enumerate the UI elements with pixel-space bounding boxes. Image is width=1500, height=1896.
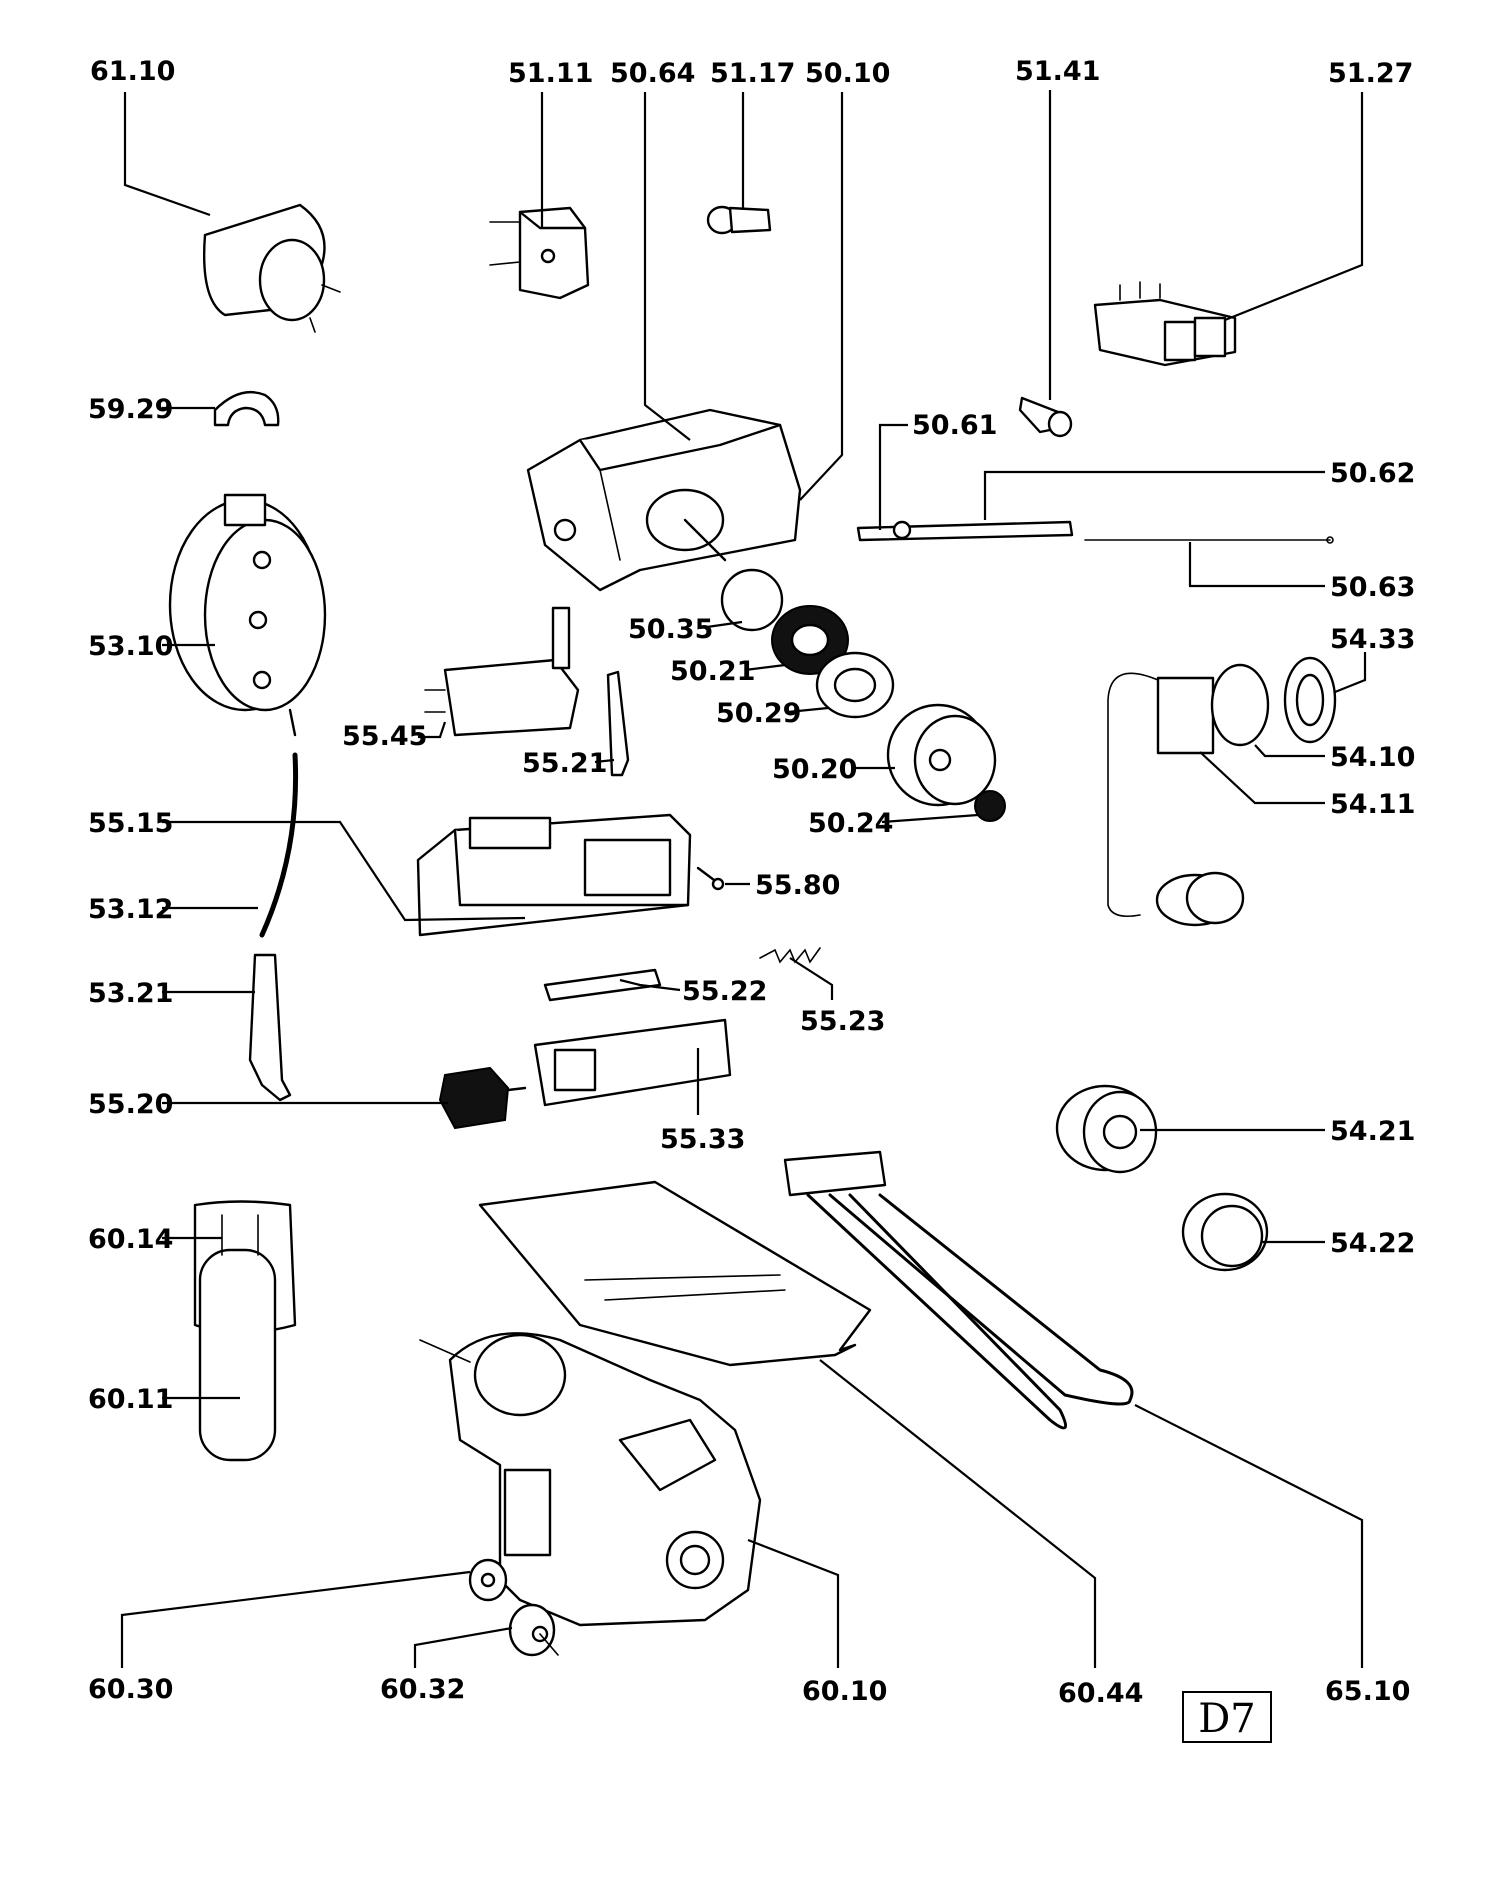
- part-54-thermostat: [1107, 656, 1337, 927]
- part-number-labels: 61.10 51.11 50.64 51.17 50.10 51.41 51.2…: [88, 56, 1415, 1709]
- label-51-27: 51.27: [1328, 58, 1413, 89]
- label-50-29: 50.29: [716, 698, 801, 729]
- label-53-10: 53.10: [88, 631, 173, 662]
- part-60-10-motor: [419, 1332, 762, 1627]
- label-50-63: 50.63: [1330, 572, 1415, 603]
- label-60-10: 60.10: [802, 1676, 887, 1707]
- label-60-30: 60.30: [88, 1674, 173, 1705]
- part-61-10-capacitor: [203, 203, 341, 333]
- label-50-35: 50.35: [628, 614, 713, 645]
- part-55-21-strip: [606, 670, 630, 777]
- part-55-45-microswitch: [424, 606, 580, 737]
- label-59-29: 59.29: [88, 394, 173, 425]
- part-knob-assembly: [720, 568, 1006, 822]
- label-55-23: 55.23: [800, 1006, 885, 1037]
- reference-box: D7: [1182, 1691, 1272, 1743]
- label-51-17: 51.17: [710, 58, 795, 89]
- reference-code: D7: [1198, 1696, 1256, 1742]
- label-60-11: 60.11: [88, 1384, 173, 1415]
- part-51-11-switch: [489, 206, 590, 300]
- part-60-30-brush: [468, 1558, 508, 1602]
- part-59-29-clip: [213, 390, 280, 427]
- part-50-61-rod-assembly: [856, 520, 1334, 544]
- label-54-11: 54.11: [1330, 789, 1415, 820]
- part-54-22-ring: [1181, 1192, 1269, 1272]
- part-54-21-ring: [1055, 1084, 1158, 1174]
- label-53-21: 53.21: [88, 978, 173, 1009]
- part-53-10-pressure-switch: [168, 493, 327, 737]
- part-55-23-spring: [759, 947, 821, 964]
- label-65-10: 65.10: [1325, 1676, 1410, 1707]
- label-55-20: 55.20: [88, 1089, 173, 1120]
- part-53-12-hose: [248, 752, 299, 1102]
- part-55-80-screw: [696, 866, 725, 891]
- part-60-44-plate: [478, 1180, 872, 1367]
- part-60-32-brush: [508, 1603, 559, 1657]
- label-61-10: 61.10: [90, 56, 175, 87]
- label-55-22: 55.22: [682, 976, 767, 1007]
- label-50-61: 50.61: [912, 410, 997, 441]
- label-54-22: 54.22: [1330, 1228, 1415, 1259]
- label-50-64: 50.64: [610, 58, 695, 89]
- leader-lines: [120, 90, 1367, 1668]
- label-50-10: 50.10: [805, 58, 890, 89]
- part-51-41-indicator: [1018, 396, 1073, 438]
- label-55-45: 55.45: [342, 721, 427, 752]
- label-55-33: 55.33: [660, 1124, 745, 1155]
- part-51-17-lamp: [706, 205, 772, 235]
- label-50-20: 50.20: [772, 754, 857, 785]
- part-51-27-switch-block: [1093, 281, 1237, 367]
- label-55-21: 55.21: [522, 748, 607, 779]
- label-55-80: 55.80: [755, 870, 840, 901]
- part-55-33-carrier: [533, 1018, 732, 1107]
- label-60-14: 60.14: [88, 1224, 173, 1255]
- label-50-21: 50.21: [670, 656, 755, 687]
- part-50-64-timer: [526, 408, 802, 592]
- label-50-62: 50.62: [1330, 458, 1415, 489]
- label-51-11: 51.11: [508, 58, 593, 89]
- part-55-15-lock-housing: [416, 813, 692, 937]
- label-60-44: 60.44: [1058, 1678, 1143, 1709]
- label-60-32: 60.32: [380, 1674, 465, 1705]
- label-55-15: 55.15: [88, 808, 173, 839]
- label-50-24: 50.24: [808, 808, 893, 839]
- part-55-20-connector: [438, 1066, 527, 1130]
- label-53-12: 53.12: [88, 894, 173, 925]
- label-54-21: 54.21: [1330, 1116, 1415, 1147]
- label-51-41: 51.41: [1015, 56, 1100, 87]
- label-54-10: 54.10: [1330, 742, 1415, 773]
- part-55-22-slider: [543, 968, 662, 1002]
- part-65-10-heater: [783, 1150, 1134, 1430]
- part-60-11-capacitor: [193, 1200, 297, 1462]
- label-54-33: 54.33: [1330, 624, 1415, 655]
